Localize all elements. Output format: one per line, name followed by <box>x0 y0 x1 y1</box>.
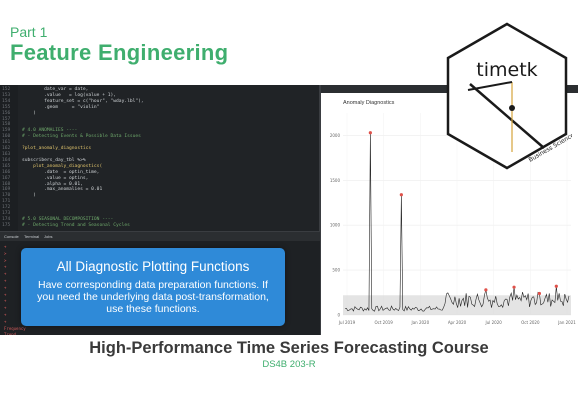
console-line: > <box>4 257 7 263</box>
y-tick-label: 2000 <box>330 133 341 138</box>
code-line: .value = log(value + 1), <box>22 92 117 98</box>
line-number: 169 <box>2 187 11 193</box>
console-line: + <box>4 298 7 304</box>
console-line: + <box>4 305 7 311</box>
code-line: .value = optins, <box>22 175 89 181</box>
y-tick-label: 1500 <box>330 178 341 183</box>
console-line: + <box>4 311 7 317</box>
line-number: 161 <box>2 140 11 146</box>
console-line: + <box>4 244 7 249</box>
code-line: .geom = "violin" <box>22 104 100 110</box>
section-title: Feature Engineering <box>10 40 229 65</box>
line-number: 155 <box>2 104 11 110</box>
line-number: 156 <box>2 110 11 116</box>
x-tick-label: Jan 2020 <box>411 320 430 325</box>
console-line: + <box>4 291 7 297</box>
line-number: 174 <box>2 216 11 222</box>
anomaly-point <box>368 131 372 135</box>
x-tick-label: Oct 2020 <box>521 320 540 325</box>
line-number: 162 <box>2 146 11 152</box>
code-line: subscribers_day_tbl %>% <box>22 157 86 163</box>
line-number: 168 <box>2 181 11 187</box>
code-line: .max_anomalies = 0.01 <box>22 187 103 193</box>
code-line: date_var = date, <box>22 87 89 92</box>
line-number: 157 <box>2 116 11 122</box>
code-line: # 5.0 SEASONAL DECOMPOSITION ---- <box>22 216 114 222</box>
x-tick-label: Jul 2020 <box>485 320 503 325</box>
x-tick-label: Apr 2020 <box>448 320 467 325</box>
code-line: plot_anomaly_diagnostics( <box>22 163 103 169</box>
code-line: .date = optin_time, <box>22 169 100 175</box>
tab-jobs[interactable]: Jobs <box>44 234 53 239</box>
line-number: 166 <box>2 169 11 175</box>
anomaly-point <box>399 193 403 197</box>
anomaly-point <box>484 288 488 292</box>
line-number: 167 <box>2 175 11 181</box>
line-number: 165 <box>2 163 11 169</box>
code-line: ) <box>22 110 36 116</box>
tab-console[interactable]: Console <box>4 234 19 239</box>
console-line: Trend <box>4 332 17 335</box>
x-tick-label: Jan 2021 <box>557 320 576 325</box>
line-number: 158 <box>2 122 11 128</box>
y-tick-label: 0 <box>337 313 340 318</box>
code-line: .alpha = 0.01, <box>22 181 83 187</box>
console-line: + <box>4 284 7 290</box>
badge-name: timetk <box>476 59 537 81</box>
course-code: DS4B 203-R <box>262 359 316 370</box>
x-tick-label: Oct 2019 <box>374 320 393 325</box>
anomaly-point <box>537 291 542 296</box>
console-tab-bar: Console Terminal Jobs <box>0 231 320 241</box>
line-number: 152 <box>2 87 11 92</box>
line-number: 170 <box>2 193 11 199</box>
line-number: 164 <box>2 157 11 163</box>
code-line: # - Detecting Trend and Seasonal Cycles <box>22 222 130 228</box>
line-number: 154 <box>2 98 11 104</box>
code-text[interactable]: date_var = date, .value = log(value + 1)… <box>22 87 144 229</box>
y-tick-label: 1000 <box>330 223 341 228</box>
series-line <box>344 132 570 312</box>
console-line: + <box>4 277 7 283</box>
anomaly-point <box>554 284 558 288</box>
line-number: 159 <box>2 128 11 134</box>
code-line: ?plot_anomaly_diagnostics <box>22 146 92 152</box>
console-line: Frequency <box>4 325 26 331</box>
line-number: 153 <box>2 92 11 98</box>
console-line: + <box>4 264 7 270</box>
line-number: 172 <box>2 205 11 211</box>
line-number: 171 <box>2 199 11 205</box>
tab-terminal[interactable]: Terminal <box>24 234 40 239</box>
plot-title: Anomaly Diagnostics <box>343 100 395 106</box>
code-line: ) <box>22 193 36 199</box>
line-number: 173 <box>2 211 11 217</box>
callout-heading: All Diagnostic Plotting Functions <box>56 259 250 274</box>
line-number: 163 <box>2 151 11 157</box>
console-line: + <box>4 271 7 277</box>
anomaly-point <box>512 285 516 289</box>
code-line: # - Detecting Events & Possible Data Iss… <box>22 134 141 140</box>
timetk-hex-logo: timetk Business Science <box>446 22 572 170</box>
code-line: feature_set = c("hour", "wday.lbl"), <box>22 98 144 104</box>
part-label: Part 1 <box>10 24 48 40</box>
line-number: 175 <box>2 222 11 228</box>
course-title: High-Performance Time Series Forecasting… <box>89 339 489 357</box>
code-line: # 4.0 ANOMALIES ---- <box>22 128 78 134</box>
x-tick-label: Jul 2019 <box>338 320 356 325</box>
console-line: > <box>4 250 7 256</box>
console-line: + <box>4 318 7 324</box>
line-number: 160 <box>2 134 11 140</box>
callout-body: Have corresponding data preparation func… <box>37 279 269 315</box>
y-tick-label: 500 <box>332 268 340 273</box>
info-callout: All Diagnostic Plotting Functions Have c… <box>21 248 285 326</box>
